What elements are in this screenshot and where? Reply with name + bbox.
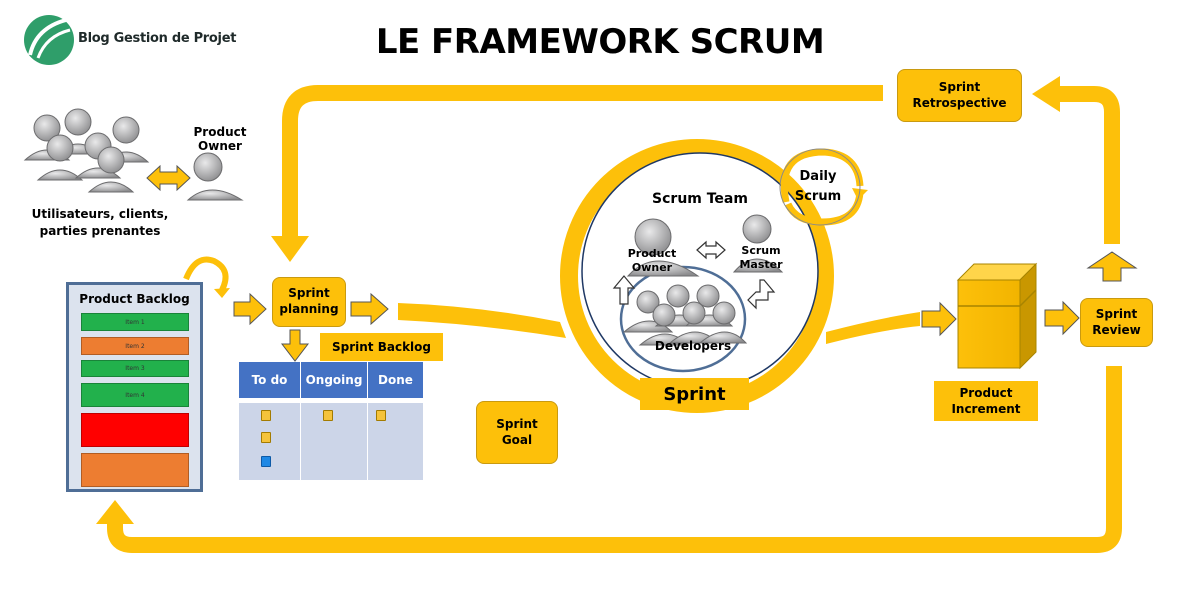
- scrum-master-label: Scrum Master: [732, 244, 790, 272]
- task-card[interactable]: [376, 410, 386, 421]
- product-backlog: Product Backlog Item 1 Item 2 Item 3 Ite…: [66, 282, 203, 492]
- sprint-planning-line1: Sprint: [288, 286, 330, 301]
- retrospective-loop-arrow: [282, 85, 883, 240]
- sprint-exit-tail: [826, 312, 920, 344]
- column-header-done: Done: [368, 362, 423, 398]
- column-todo: [239, 403, 300, 480]
- stakeholders-label-line1: Utilisateurs, clients,: [31, 207, 169, 221]
- product-backlog-title: Product Backlog: [79, 292, 190, 306]
- sprint-to-increment-arrow: [921, 301, 957, 337]
- review-to-retro-arrow: [1058, 86, 1120, 244]
- planning-to-sprint-arrow: [350, 292, 389, 326]
- logo-text: Blog Gestion de Projet: [78, 31, 237, 46]
- sprint-goal-line1: Sprint: [496, 416, 538, 431]
- stakeholders-label-line2: parties prenantes: [39, 224, 161, 239]
- stakeholders-label: Utilisateurs, clients, parties prenantes: [20, 206, 180, 241]
- feedback-arrowhead: [96, 500, 134, 524]
- logo-leaf-icon: [24, 15, 74, 65]
- sprint-backlog-label: Sprint Backlog: [320, 333, 443, 361]
- developers-label: Developers: [654, 339, 732, 353]
- daily-scrum-loop-icon: [779, 148, 868, 226]
- sprint-planning-box[interactable]: Sprint planning: [272, 277, 346, 327]
- column-done: [368, 403, 423, 480]
- sprint-retrospective-box[interactable]: Sprint Retrospective: [897, 69, 1022, 122]
- sprint-goal-line2: Goal: [501, 432, 533, 447]
- review-up-arrow: [1086, 251, 1138, 282]
- team-product-owner-label: Product Owner: [622, 247, 682, 275]
- sprint-review-box[interactable]: Sprint Review: [1080, 298, 1153, 347]
- planning-to-backlog-arrow: [280, 329, 310, 362]
- backlog-to-planning-arrow: [233, 292, 267, 326]
- stakeholder-double-arrow: [146, 164, 191, 192]
- feedback-loop-arrow: [107, 366, 1122, 553]
- product-increment-label: Product Increment: [934, 381, 1038, 421]
- backlog-item-2[interactable]: Item 2: [81, 337, 189, 355]
- page-title: LE FRAMEWORK SCRUM: [375, 22, 825, 62]
- scrum-master-line1: Scrum: [741, 244, 781, 257]
- sprint-label: Sprint: [640, 378, 749, 410]
- backlog-item-3[interactable]: Item 3: [81, 360, 189, 377]
- scrum-team-title: Scrum Team: [652, 191, 748, 207]
- sprint-backlog-board: To do Ongoing Done: [239, 362, 423, 480]
- task-card[interactable]: [261, 410, 271, 421]
- sprint-retrospective-line1: Sprint: [938, 79, 981, 94]
- increment-to-review-arrow: [1044, 300, 1080, 336]
- product-increment-line1: Product: [959, 385, 1013, 400]
- product-owner-person-icon: [186, 152, 244, 201]
- daily-scrum-line1: Daily: [799, 169, 837, 184]
- scrum-master-line2: Master: [739, 257, 783, 271]
- daily-scrum-line2: Scrum: [794, 188, 842, 204]
- product-increment-line2: Increment: [951, 402, 1021, 416]
- backlog-item-4[interactable]: Item 4: [81, 383, 189, 407]
- product-owner-label: Product Owner: [193, 125, 247, 153]
- daily-scrum-label: Daily Scrum: [788, 167, 848, 206]
- column-ongoing: [301, 403, 367, 480]
- backlog-item-1[interactable]: Item 1: [81, 313, 189, 331]
- sprint-entry-tail: [398, 303, 566, 338]
- task-card[interactable]: [261, 432, 271, 443]
- task-card[interactable]: [261, 456, 271, 467]
- backlog-item-6[interactable]: [81, 453, 189, 487]
- backlog-refinement-loop: [183, 256, 229, 292]
- sprint-review-line2: Review: [1092, 322, 1141, 337]
- planning-arrowhead: [271, 236, 309, 262]
- sprint-goal-box[interactable]: Sprint Goal: [476, 401, 558, 464]
- sprint-planning-line2: planning: [279, 302, 339, 316]
- retro-arrowhead: [1032, 76, 1060, 112]
- column-header-ongoing: Ongoing: [301, 362, 367, 398]
- sprint-retrospective-line2: Retrospective: [912, 95, 1007, 110]
- team-product-owner-line1: Product: [627, 247, 677, 260]
- team-interaction-arrows: [612, 240, 776, 310]
- stakeholders-people-icon: [23, 108, 150, 193]
- sprint-review-line1: Sprint: [1095, 306, 1138, 321]
- team-people-icons: [622, 214, 784, 346]
- backlog-item-5[interactable]: [81, 413, 189, 447]
- team-product-owner-line2: Owner: [631, 260, 673, 274]
- task-card[interactable]: [323, 410, 333, 421]
- column-header-todo: To do: [239, 362, 300, 398]
- product-increment-cube-icon: [956, 262, 1038, 370]
